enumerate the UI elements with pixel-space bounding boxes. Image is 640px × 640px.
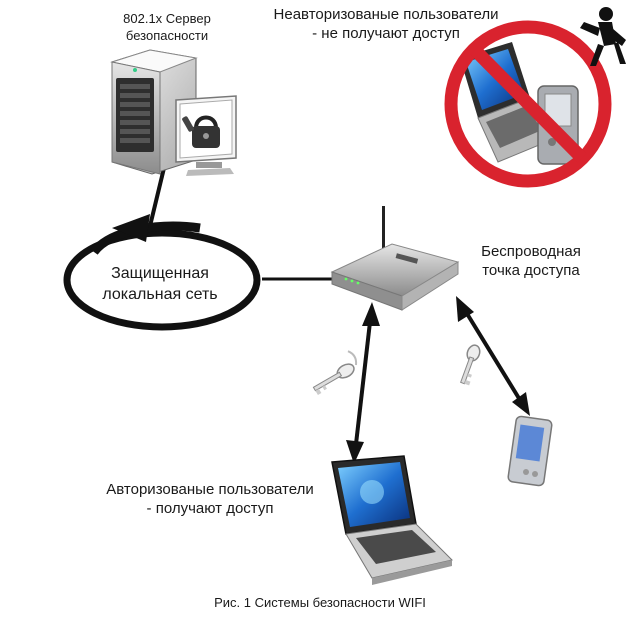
server-label-line2: безопасности <box>125 28 209 43</box>
access-point-label: Беспроводная точка доступа <box>456 242 606 280</box>
server-to-lan-line <box>148 167 166 227</box>
unauthorized-users-line1: Неавторизованые пользователи <box>273 6 499 23</box>
unauthorized-users-line2: - не получают доступ <box>312 25 460 42</box>
server-label: 802.1x Сервер безопасности <box>92 10 242 44</box>
access-point-line1: Беспроводная <box>481 243 581 260</box>
router-icon <box>330 206 460 311</box>
padlock-icon <box>182 115 220 148</box>
secure-lan-line1: Защищенная <box>111 265 209 282</box>
prohibition-sign <box>444 20 612 188</box>
access-point-line2: точка доступа <box>482 262 580 279</box>
key-icon <box>312 350 358 396</box>
monitor-padlock <box>175 95 237 176</box>
router-pda-arrow <box>456 296 530 416</box>
unauthorized-users-label: Неавторизованые пользователи - не получа… <box>236 5 536 43</box>
pda-icon <box>507 415 553 487</box>
figure-caption: Рис. 1 Системы безопасности WIFI <box>214 595 426 610</box>
key-icon <box>460 344 481 386</box>
laptop-icon <box>331 455 453 585</box>
person-icon <box>580 7 626 66</box>
router-laptop-arrow <box>346 302 380 464</box>
lan-ellipse <box>63 214 261 331</box>
secure-lan-line2: локальная сеть <box>102 286 218 303</box>
authorized-users-line2: - получают доступ <box>146 500 274 517</box>
authorized-users-label: Авторизованые пользователи - получают до… <box>70 480 350 518</box>
authorized-users-line1: Авторизованые пользователи <box>106 481 314 498</box>
server-icon <box>110 49 198 175</box>
secure-lan-label: Защищенная локальная сеть <box>70 263 250 305</box>
server-label-line1: 802.1x Сервер <box>123 11 211 26</box>
